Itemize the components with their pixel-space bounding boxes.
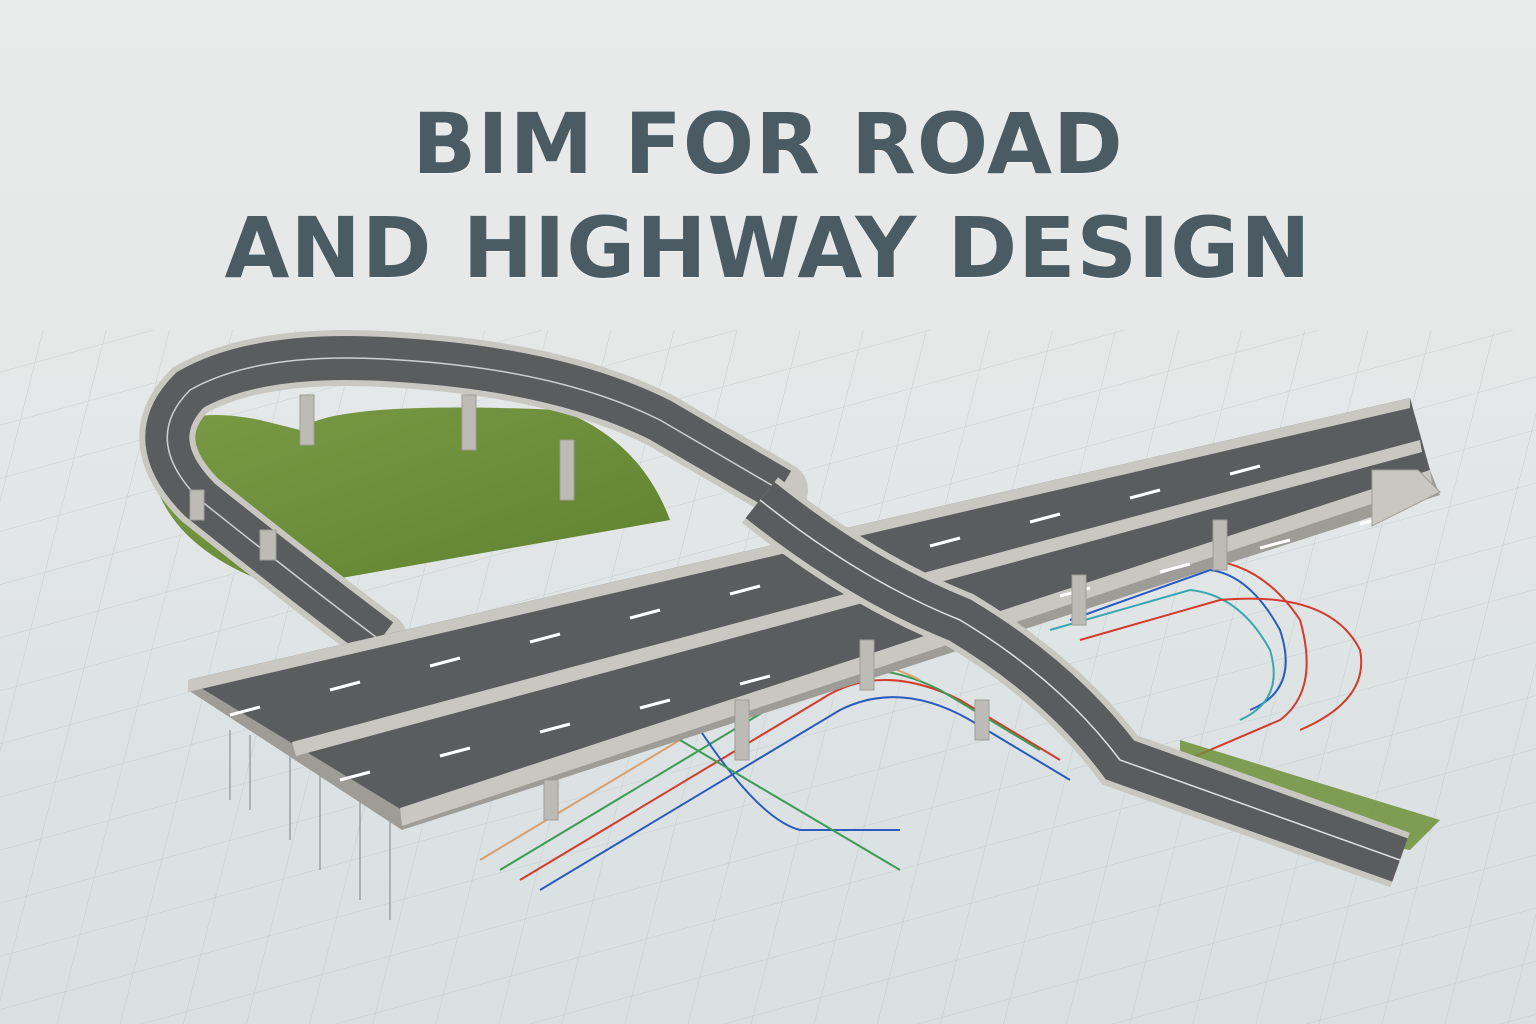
loop-piers: [189, 394, 575, 561]
page-title: BIM FOR ROAD AND HIGHWAY DESIGN: [0, 92, 1536, 300]
crossing-ramp: [741, 477, 1410, 888]
bridge-piers: [543, 519, 1228, 821]
title-line-1: BIM FOR ROAD: [412, 95, 1124, 193]
bridge-scaffolding: [229, 730, 391, 920]
bridge-abutment: [1371, 469, 1441, 527]
title-line-2: AND HIGHWAY DESIGN: [224, 199, 1312, 297]
